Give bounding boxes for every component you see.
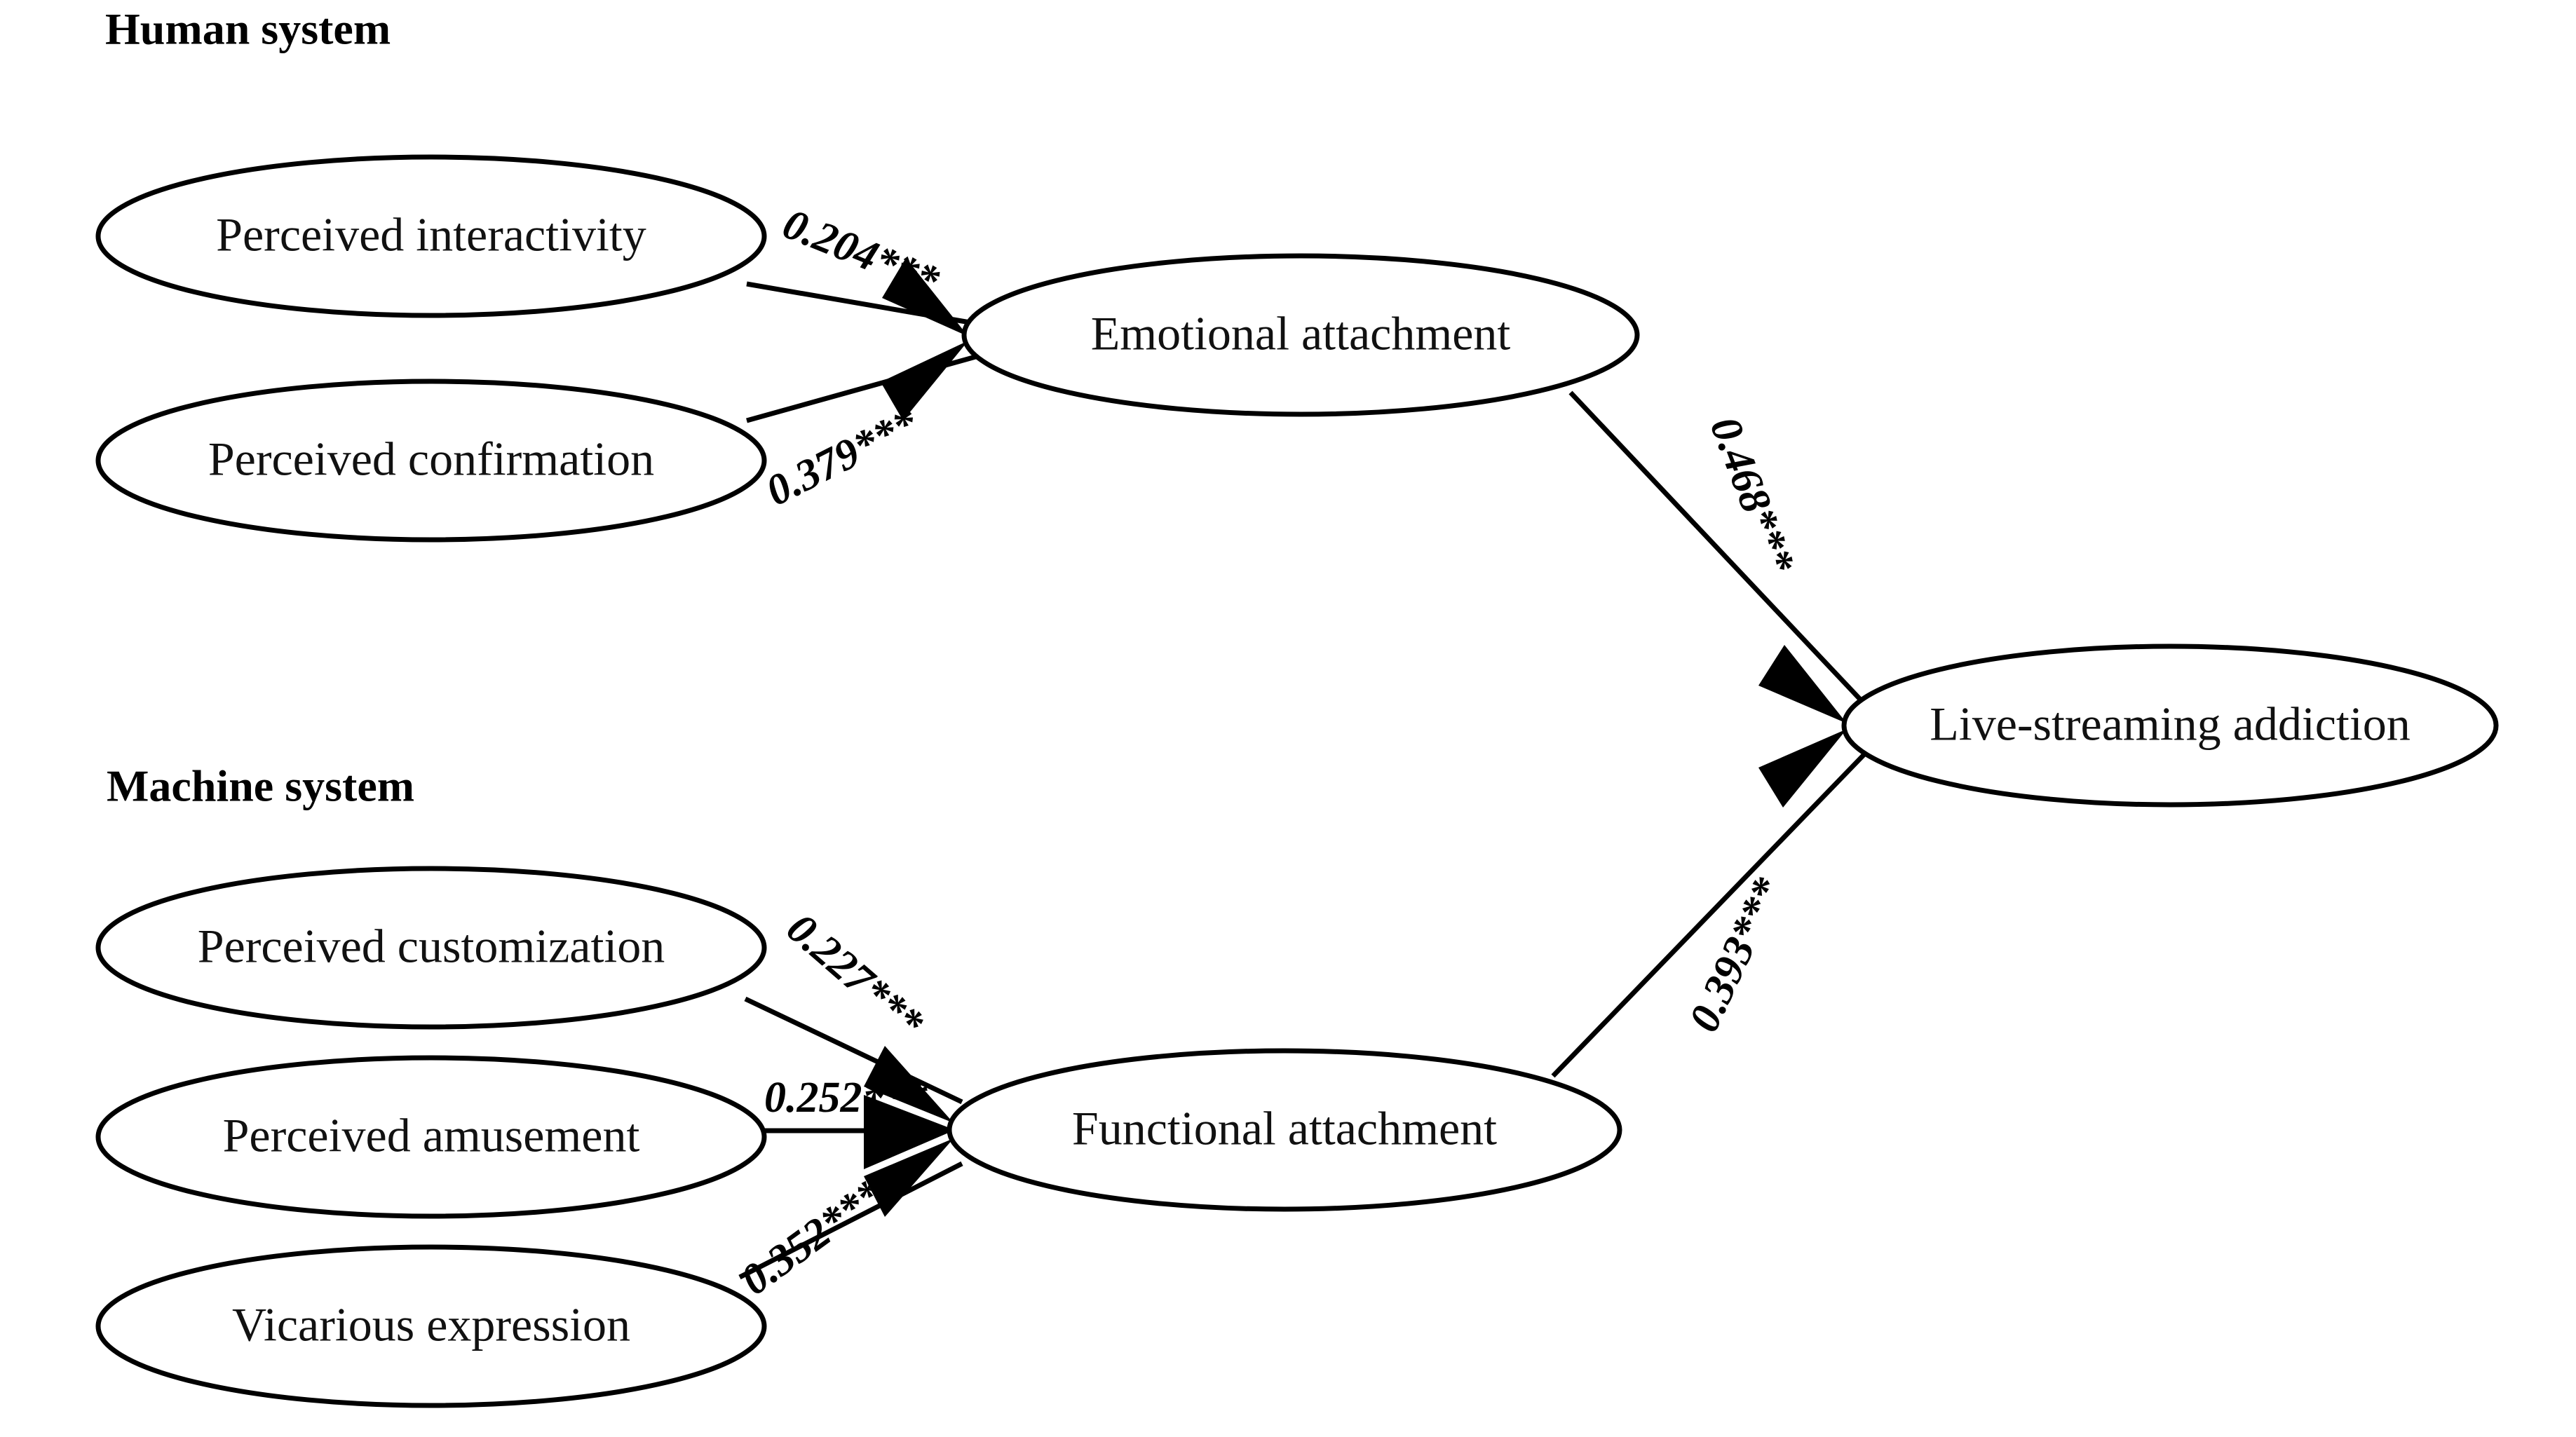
- node-ellipse-emotional-attachment[interactable]: [961, 253, 1640, 417]
- arrowhead-fa-to-lsa: [1758, 729, 1847, 808]
- arrowheads-layer: [864, 258, 1847, 1217]
- arrowhead-pi-to-ea: [882, 258, 968, 336]
- node-label-perceived-confirmation: Perceived confirmation: [208, 433, 654, 486]
- node-perceived-interactivity[interactable]: Perceived interactivity: [95, 154, 767, 318]
- node-ellipse-live-streaming-addiction[interactable]: [1841, 643, 2499, 808]
- group-label-human-system: Human system: [105, 4, 391, 54]
- node-ellipse-perceived-amusement[interactable]: [95, 1055, 767, 1219]
- node-label-perceived-amusement: Perceived amusement: [223, 1109, 640, 1162]
- path-line-ve-to-fa: [738, 1161, 963, 1280]
- coefficient-label-ve-to-fa: 0.352***: [733, 1170, 893, 1305]
- node-label-live-streaming-addiction: Live-streaming addiction: [1930, 697, 2410, 751]
- path-line-ea-to-lsa: [1568, 390, 1867, 707]
- node-ellipse-perceived-confirmation[interactable]: [95, 379, 767, 543]
- node-perceived-confirmation[interactable]: Perceived confirmation: [95, 379, 767, 543]
- path-line-fa-to-lsa: [1551, 751, 1867, 1078]
- path-line-pcu-to-fa: [744, 996, 963, 1105]
- coefficient-label-pi-to-ea: 0.204***: [776, 200, 946, 306]
- node-functional-attachment[interactable]: Functional attachment: [947, 1048, 1622, 1212]
- node-ellipse-functional-attachment[interactable]: [947, 1048, 1622, 1212]
- node-ellipse-perceived-customization[interactable]: [95, 866, 767, 1030]
- arrowhead-pa-to-fa: [864, 1095, 955, 1169]
- node-ellipse-perceived-interactivity[interactable]: [95, 154, 767, 318]
- group-label-machine-system: Machine system: [107, 761, 414, 811]
- node-perceived-customization[interactable]: Perceived customization: [95, 866, 767, 1030]
- node-live-streaming-addiction[interactable]: Live-streaming addiction: [1841, 643, 2499, 808]
- coefficient-label-fa-to-lsa: 0.393***: [1680, 871, 1792, 1039]
- arrowhead-pcu-to-fa: [864, 1046, 954, 1123]
- node-label-emotional-attachment: Emotional attachment: [1091, 307, 1511, 360]
- path-lines-layer: [738, 281, 1867, 1280]
- node-label-vicarious-expression: Vicarious expression: [232, 1298, 630, 1351]
- arrowhead-ve-to-fa: [864, 1138, 954, 1217]
- node-label-perceived-interactivity: Perceived interactivity: [216, 208, 646, 261]
- coefficient-label-pa-to-fa: 0.252***: [764, 1074, 928, 1122]
- node-perceived-amusement[interactable]: Perceived amusement: [95, 1055, 767, 1219]
- node-vicarious-expression[interactable]: Vicarious expression: [95, 1244, 767, 1408]
- arrowhead-pc-to-ea: [881, 341, 968, 421]
- coefficient-label-pc-to-ea: 0.379***: [759, 399, 926, 516]
- coefficient-label-ea-to-lsa: 0.468***: [1701, 411, 1804, 580]
- arrowhead-ea-to-lsa: [1758, 645, 1847, 723]
- node-label-functional-attachment: Functional attachment: [1072, 1102, 1497, 1155]
- node-ellipse-vicarious-expression[interactable]: [95, 1244, 767, 1408]
- node-emotional-attachment[interactable]: Emotional attachment: [961, 253, 1640, 417]
- node-label-perceived-customization: Perceived customization: [198, 920, 665, 973]
